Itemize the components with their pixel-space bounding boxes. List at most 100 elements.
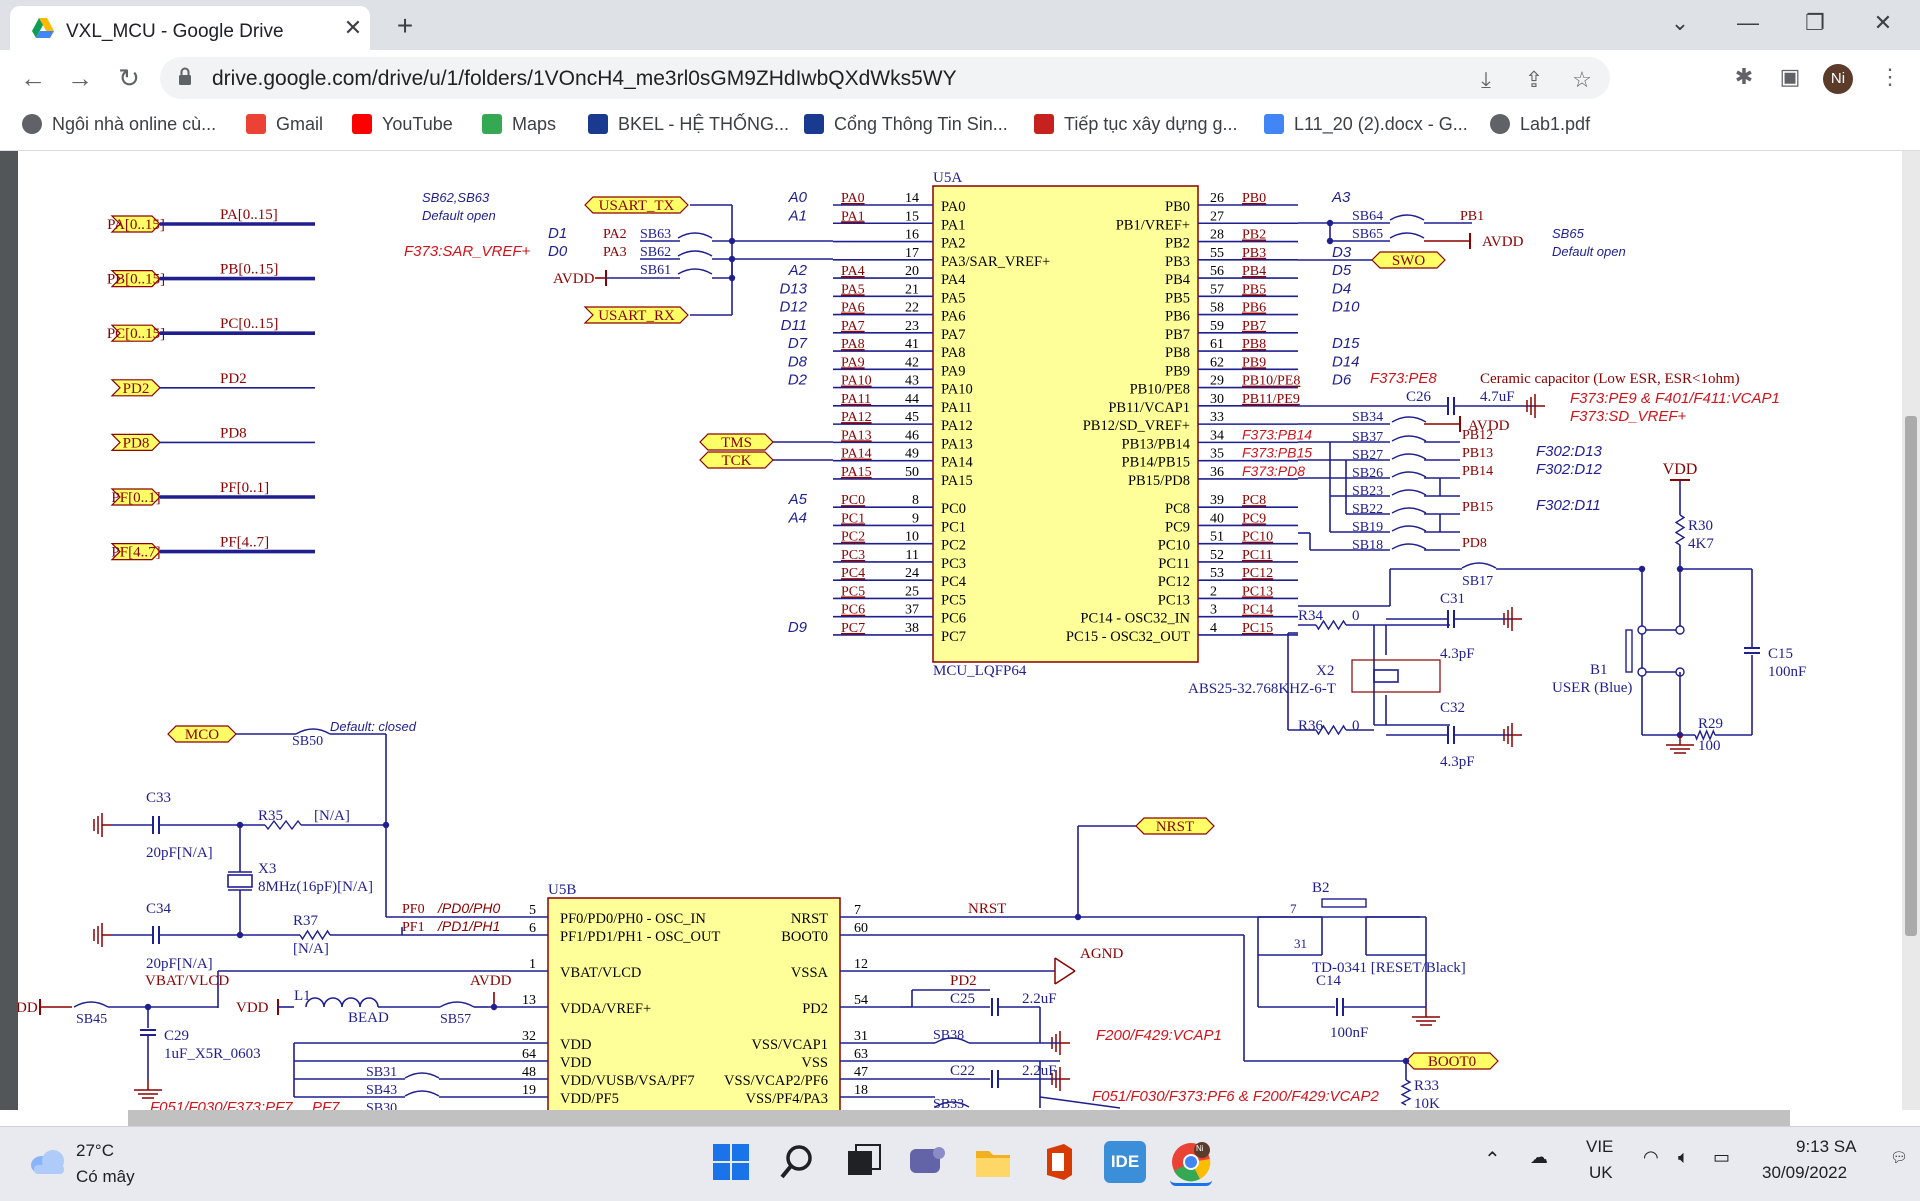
file-explorer-icon[interactable] [972,1141,1014,1183]
pin-name: PB11/VCAP1 [1108,400,1190,416]
pin-name: PB9 [1165,363,1190,379]
share-icon[interactable]: ⇪ [1524,67,1544,92]
inductor-symbol [305,997,379,1008]
back-arrow-icon[interactable]: ← [20,63,46,93]
url-text[interactable]: drive.google.com/drive/u/1/folders/1VOnc… [212,67,957,90]
solder-bridge-label: SB64 [1352,209,1383,224]
bookmark-item[interactable]: L11_20 (2).docx - G... [1264,114,1468,142]
bookmark-item[interactable]: BKEL - HỆ THỐNG... [588,114,789,142]
note: SB65 [1552,226,1585,241]
office-icon[interactable] [1038,1141,1080,1183]
chevron-up-icon[interactable]: ⌃ [1484,1149,1501,1171]
clock-date[interactable]: 30/09/2022 [1762,1163,1848,1182]
component-ref: C25 [950,991,975,1007]
net-label: PC1 [841,511,865,526]
note: PF7 [312,1099,340,1110]
teams-chat-icon[interactable] [906,1141,948,1183]
power-label: VBAT/VLCD [145,973,229,989]
bookmark-item[interactable]: Lab1.pdf [1490,114,1590,142]
browser-titlebar: VXL_MCU - Google Drive ✕ + ⌄ — ❐ ✕ [0,0,1920,50]
bookmark-item[interactable]: Gmail [246,114,323,142]
extensions-puzzle-icon[interactable]: ✱ [1734,64,1754,89]
weather-description[interactable]: Có mây [76,1167,135,1186]
component-value: BEAD [348,1010,389,1026]
solder-bridge-mark [404,1072,440,1079]
globe-icon [22,114,42,134]
language-indicator-top[interactable]: VIE [1586,1137,1614,1156]
solder-bridge-label: SB30 [366,1101,397,1110]
browser-tab-active[interactable]: VXL_MCU - Google Drive ✕ [10,6,370,50]
install-app-icon[interactable]: ⤓ [1481,67,1491,92]
bookmark-item[interactable]: Ngôi nhà online cù... [22,114,216,142]
onedrive-cloud-icon[interactable]: ☁ [1530,1147,1548,1167]
pin-number: 1 [529,957,536,972]
language-indicator-bottom[interactable]: UK [1589,1163,1613,1182]
close-window-button[interactable]: ✕ [1873,10,1893,35]
pin-number: 62 [1210,355,1224,370]
bookmark-label: BKEL - HỆ THỐNG... [618,114,790,134]
component-ref: C26 [1406,389,1432,405]
pin-name: PA0 [941,199,965,215]
bookmark-label: Cổng Thông Tin Sin... [834,114,1008,134]
vertical-scrollbar-thumb[interactable] [1905,416,1917,936]
component-ref: C22 [950,1063,975,1079]
bookmark-star-icon[interactable]: ☆ [1572,67,1592,92]
pin-number: 14 [905,191,919,206]
reload-icon[interactable]: ↻ [118,63,140,93]
button-contact [1675,625,1685,635]
solder-bridge-label: SB34 [1352,410,1383,425]
restore-button[interactable]: ❐ [1805,10,1825,35]
tab-search-icon[interactable]: ⌄ [1670,10,1690,35]
net-label: F373:PB14 [1242,426,1312,442]
net-label: PA[0..15] [220,207,278,223]
profile-avatar[interactable]: Ni [1823,64,1853,94]
address-bar[interactable]: drive.google.com/drive/u/1/folders/1VOnc… [160,57,1610,99]
weather-temperature[interactable]: 27°C [76,1141,114,1160]
pin-number: 51 [1210,530,1224,545]
pin-name: PB6 [1165,309,1190,325]
solder-bridge-label: SB50 [292,734,323,749]
clock-time[interactable]: 9:13 SA [1796,1137,1857,1156]
tab-close-icon[interactable]: ✕ [343,15,363,40]
menu-kebab-icon[interactable]: ⋮ [1879,64,1901,89]
bookmark-item[interactable]: Maps [482,114,556,142]
bookmark-item[interactable]: Cổng Thông Tin Sin... [804,114,1008,142]
horizontal-scrollbar[interactable] [128,1110,1790,1126]
bookmark-item[interactable]: Tiếp tục xây dựng g... [1034,114,1237,142]
pin-number: 26 [1210,191,1224,206]
chrome-icon[interactable]: Ni [1170,1141,1212,1186]
chrome-profile-badge: Ni [1196,1144,1204,1153]
arduino-tag: A3 [1331,189,1351,206]
bookmark-item[interactable]: YouTube [352,114,453,142]
net-label: PF[4..7] [220,535,269,551]
pin-name: PB2 [1165,236,1190,252]
side-panel-icon[interactable]: ▣ [1779,64,1801,89]
pin-name: NRST [791,911,828,927]
net-label: PB10/PE8 [1242,374,1300,389]
task-view-icon[interactable] [842,1141,884,1183]
maps-icon [482,114,502,134]
new-tab-button[interactable]: + [396,10,414,41]
pin-name: PA11 [941,400,972,416]
component-value: 100nF [1768,664,1806,680]
net-label: PA10 [841,374,872,389]
notification-icon[interactable]: 💬︎ [1890,1149,1908,1165]
net-label: PC5 [841,584,865,599]
minimize-button[interactable]: — [1737,10,1759,35]
search-icon[interactable] [776,1141,818,1183]
start-icon[interactable] [710,1141,752,1183]
wifi-icon[interactable]: ◠ [1643,1147,1659,1167]
arduino-tag: A2 [788,262,808,279]
battery-icon[interactable]: ▭ [1713,1147,1731,1167]
port-label: MCO [185,727,219,743]
net-label: PC14 [1242,603,1273,618]
net-label: NRST [968,901,1006,917]
pin-name: PC12 [1158,574,1190,590]
ide-icon[interactable]: IDE [1104,1141,1146,1183]
net-label: PC7 [841,621,865,636]
forward-arrow-icon[interactable]: → [67,63,93,93]
solder-bridge-mark [73,1001,109,1008]
speaker-icon[interactable]: 🔈︎ [1678,1147,1689,1167]
pin-name: PC11 [1158,556,1190,572]
pin-name: PC15 - OSC32_OUT [1066,629,1190,645]
